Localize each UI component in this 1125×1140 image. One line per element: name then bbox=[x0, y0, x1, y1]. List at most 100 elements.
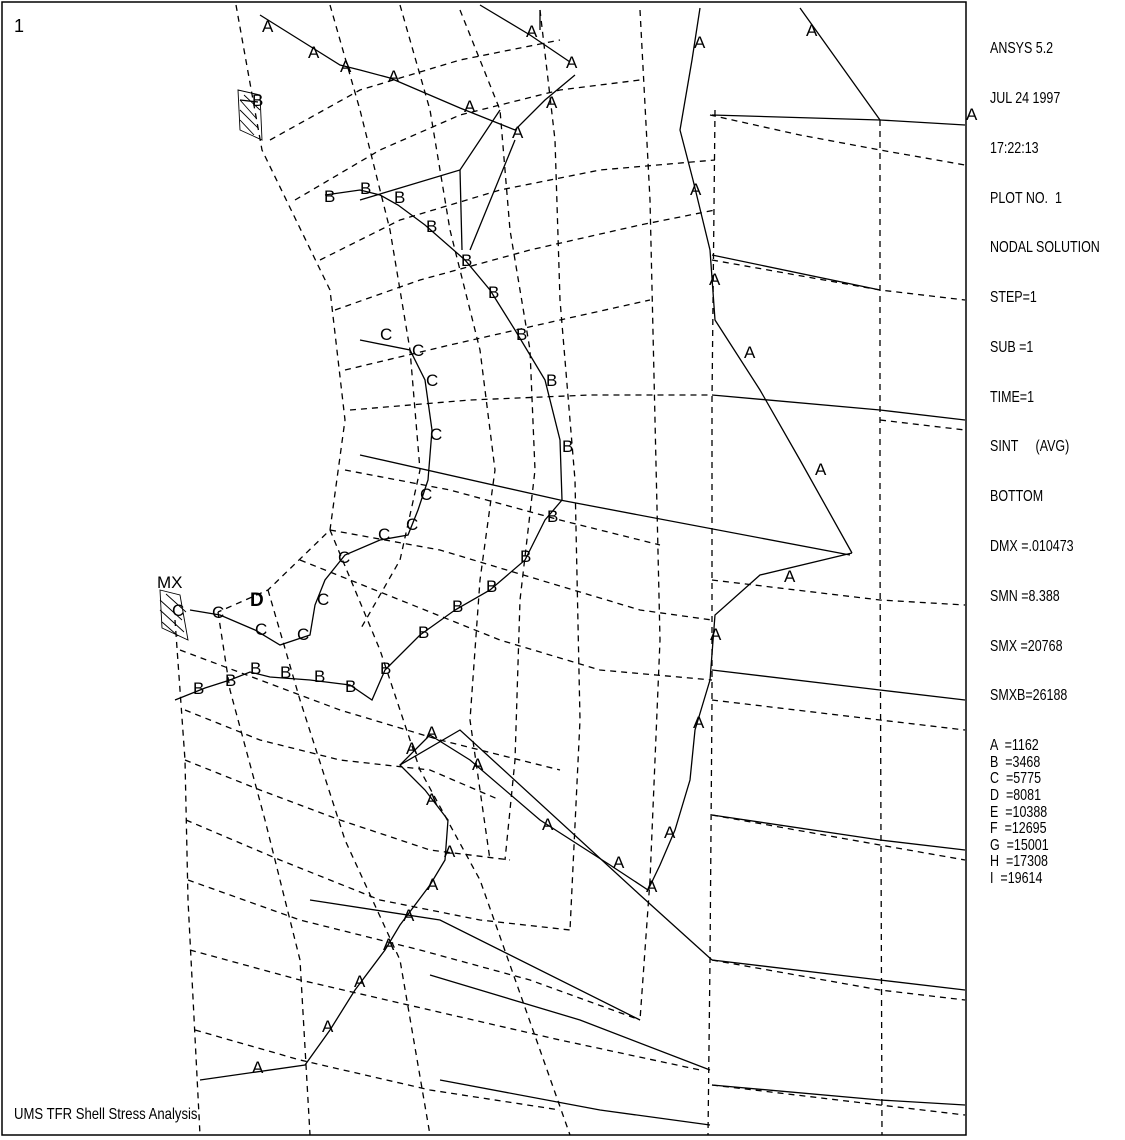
mesh-line bbox=[184, 709, 501, 801]
contour-label-b: B bbox=[380, 659, 391, 678]
mesh-line bbox=[711, 259, 966, 301]
contour-key-letter: D bbox=[990, 786, 1000, 804]
window-number: 1 bbox=[14, 16, 25, 36]
contour-line-a bbox=[799, 7, 881, 121]
contour-label-b: B bbox=[280, 663, 291, 682]
element-edge bbox=[399, 729, 713, 961]
contour-key-value: =17308 bbox=[1005, 853, 1048, 871]
mesh-line bbox=[711, 959, 966, 1001]
contour-label-b: B bbox=[250, 659, 261, 678]
contour-label-c: C bbox=[380, 325, 392, 344]
contour-line-a bbox=[429, 734, 649, 891]
contour-label-a: A bbox=[388, 67, 400, 86]
mesh-line bbox=[185, 819, 571, 931]
contour-key-value: =19614 bbox=[1000, 869, 1043, 887]
contour-key-row: A =1162 bbox=[990, 737, 1093, 755]
contour-line-b bbox=[174, 189, 563, 701]
element-mesh bbox=[174, 4, 966, 1136]
contour-key-letter: I bbox=[990, 869, 994, 887]
contour-key-letter: E bbox=[990, 803, 999, 821]
contour-label-a: A bbox=[252, 1058, 264, 1077]
contour-key-value: =15001 bbox=[1006, 836, 1049, 854]
solid-edges bbox=[309, 10, 966, 1126]
smx-value: SMX =20768 bbox=[990, 637, 1063, 655]
plot-border bbox=[1, 1, 967, 1136]
contour-label-b: B bbox=[324, 187, 335, 206]
contour-label-b: B bbox=[547, 507, 558, 526]
shell-surface: BOTTOM bbox=[990, 488, 1044, 506]
mesh-line bbox=[539, 9, 581, 931]
contour-label-a: A bbox=[613, 853, 625, 872]
element-edge bbox=[711, 394, 966, 421]
mesh-line bbox=[334, 209, 716, 311]
mesh-line bbox=[269, 39, 561, 141]
contour-label-a: A bbox=[815, 460, 827, 479]
smn-value: SMN =8.388 bbox=[990, 587, 1060, 605]
mesh-line bbox=[709, 114, 966, 166]
step-value: STEP=1 bbox=[990, 289, 1037, 307]
element-edge bbox=[359, 109, 501, 201]
contour-key-value: =3468 bbox=[1005, 753, 1041, 771]
contour-label-b: B bbox=[546, 371, 557, 390]
contour-label-a: A bbox=[472, 755, 484, 774]
contour-key-value: =5775 bbox=[1005, 770, 1042, 788]
contour-key-letter: B bbox=[990, 753, 999, 771]
mesh-line bbox=[174, 619, 201, 1136]
contour-line-a bbox=[679, 7, 853, 554]
mesh-line bbox=[217, 4, 346, 613]
contour-label-b: B bbox=[562, 437, 573, 456]
contour-key-value: =12695 bbox=[1004, 820, 1047, 838]
contour-label-b: B bbox=[516, 325, 527, 344]
max-region-left bbox=[159, 589, 189, 641]
contour-key-letter: G bbox=[990, 836, 1000, 854]
contour-label-b: B bbox=[426, 217, 437, 236]
contour-label-a: A bbox=[744, 343, 756, 362]
contour-label-a: A bbox=[694, 33, 706, 52]
element-edge bbox=[429, 974, 711, 1071]
contour-key-row: D =8081 bbox=[990, 786, 1093, 805]
contour-label-a: A bbox=[710, 625, 722, 644]
mesh-line bbox=[711, 699, 966, 731]
contour-label-a: A bbox=[526, 22, 538, 41]
contour-line-a bbox=[479, 4, 571, 63]
smxb-value: SMXB=26188 bbox=[990, 687, 1068, 705]
mesh-line bbox=[179, 649, 561, 771]
element-edge bbox=[711, 669, 966, 701]
element-edge bbox=[711, 1084, 966, 1106]
contour-key-row: F =12695 bbox=[990, 820, 1093, 838]
program-name: ANSYS 5.2 bbox=[990, 40, 1054, 58]
mesh-line bbox=[217, 611, 311, 1136]
contour-label-a: A bbox=[340, 57, 352, 76]
contour-label-a: A bbox=[664, 823, 676, 842]
contour-label-b: B bbox=[314, 667, 325, 686]
element-edge bbox=[359, 454, 851, 556]
contour-label-b: B bbox=[345, 677, 356, 696]
contour-label-b: B bbox=[252, 91, 263, 110]
max-marker-label: MX bbox=[157, 573, 183, 592]
contour-label-a: A bbox=[646, 877, 658, 896]
contour-label-a: A bbox=[512, 123, 524, 142]
contour-label-a: A bbox=[308, 43, 320, 62]
contour-line-a bbox=[259, 14, 576, 131]
contour-line-a bbox=[199, 734, 449, 1081]
contour-label-a: A bbox=[426, 790, 438, 809]
max-region-top bbox=[237, 89, 263, 141]
contour-key-row: G =15001 bbox=[990, 836, 1093, 855]
contour-label-a: A bbox=[690, 180, 702, 199]
plot-date: JUL 24 1997 bbox=[990, 89, 1061, 107]
solution-type: NODAL SOLUTION bbox=[990, 239, 1100, 257]
contour-line-c bbox=[189, 339, 433, 646]
legend-panel: ANSYS 5.2 JUL 24 1997 17:22:13 PLOT NO. … bbox=[990, 8, 1100, 921]
contour-label-c: C bbox=[255, 620, 267, 639]
element-edge bbox=[711, 114, 966, 126]
contour-label-a: A bbox=[709, 270, 721, 289]
contour-label-c: C bbox=[317, 590, 329, 609]
mesh-line bbox=[299, 559, 713, 681]
contour-key-value: =8081 bbox=[1005, 786, 1042, 804]
mesh-line bbox=[711, 814, 966, 861]
substep-value: SUB =1 bbox=[990, 338, 1034, 356]
mesh-line bbox=[879, 419, 966, 431]
